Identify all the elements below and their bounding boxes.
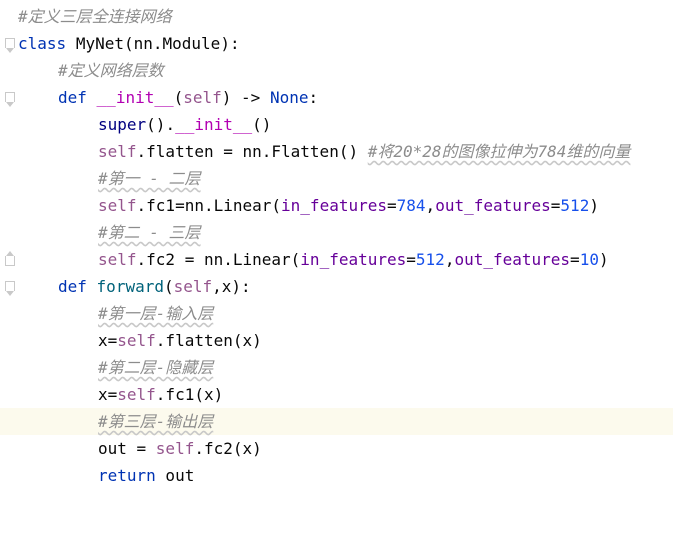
self-keyword: self bbox=[98, 196, 137, 215]
fold-open-icon[interactable] bbox=[5, 92, 15, 107]
keyword-none: None bbox=[269, 88, 309, 107]
comment: #第二 - 三层 bbox=[98, 223, 201, 242]
code-text: ,x): bbox=[212, 277, 251, 296]
keyword-return: return bbox=[98, 466, 156, 485]
fold-close-icon[interactable] bbox=[5, 251, 15, 266]
code-line-11[interactable]: def forward(self,x): bbox=[0, 273, 673, 300]
comment: #定义网络层数 bbox=[58, 61, 164, 80]
code-text: (). bbox=[146, 115, 176, 134]
function-name: __init__ bbox=[96, 88, 174, 107]
number: 10 bbox=[579, 250, 599, 269]
code-line-14[interactable]: #第二层-隐藏层 bbox=[0, 354, 673, 381]
code-text: (nn.Module): bbox=[123, 34, 240, 53]
dunder-method: __init__ bbox=[175, 115, 253, 134]
code-text: = bbox=[550, 196, 561, 215]
code-line-9[interactable]: #第二 - 三层 bbox=[0, 219, 673, 246]
param-name: in_features bbox=[281, 196, 387, 215]
code-text: = bbox=[406, 250, 416, 269]
editor-gutter bbox=[0, 0, 18, 493]
code-line-8[interactable]: self.fc1=nn.Linear(in_features=784,out_f… bbox=[0, 192, 673, 219]
code-line-5[interactable]: super().__init__() bbox=[0, 111, 673, 138]
number: 512 bbox=[415, 250, 445, 269]
code-text: .fc2 = nn.Linear( bbox=[136, 250, 301, 269]
code-text: .fc2(x) bbox=[194, 439, 262, 458]
code-text: .flatten = nn.Flatten() bbox=[136, 142, 368, 161]
code-line-16-current[interactable]: #第三层-输出层 bbox=[0, 408, 673, 435]
self-keyword: self bbox=[98, 250, 137, 269]
self-param: self bbox=[173, 277, 213, 296]
code-text: = bbox=[387, 196, 397, 215]
comment: #将20*28的图像拉伸为784维的向量 bbox=[367, 142, 631, 161]
self-keyword: self bbox=[155, 439, 195, 458]
comment: #定义三层全连接网络 bbox=[18, 7, 172, 26]
comment: #第二层-隐藏层 bbox=[98, 358, 214, 377]
code-text: .fc1(x) bbox=[155, 385, 224, 404]
code-line-2[interactable]: class MyNet(nn.Module): bbox=[0, 30, 673, 57]
self-keyword: self bbox=[98, 142, 137, 161]
code-line-1[interactable]: #定义三层全连接网络 bbox=[0, 3, 673, 30]
comment: #第三层-输出层 bbox=[98, 412, 214, 431]
self-keyword: self bbox=[117, 331, 156, 350]
code-text: .flatten(x) bbox=[155, 331, 262, 350]
code-line-6[interactable]: self.flatten = nn.Flatten() #将20*28的图像拉伸… bbox=[0, 138, 673, 165]
code-text: ) bbox=[589, 196, 599, 215]
code-line-3[interactable]: #定义网络层数 bbox=[0, 57, 673, 84]
comment: #第一 - 二层 bbox=[98, 169, 201, 188]
param-name: out_features bbox=[454, 250, 571, 269]
number: 784 bbox=[396, 196, 426, 215]
code-text: ) bbox=[598, 250, 609, 269]
fold-open-icon[interactable] bbox=[5, 38, 15, 53]
code-text: .fc1=nn.Linear( bbox=[136, 196, 282, 215]
code-line-17[interactable]: out = self.fc2(x) bbox=[0, 435, 673, 462]
code-line-10[interactable]: self.fc2 = nn.Linear(in_features=512,out… bbox=[0, 246, 673, 273]
param-name: in_features bbox=[300, 250, 407, 269]
comment: #第一层-输入层 bbox=[98, 304, 214, 323]
function-name: forward bbox=[96, 277, 164, 296]
code-text: : bbox=[308, 88, 319, 107]
code-text: out bbox=[155, 466, 195, 485]
code-editor[interactable]: #定义三层全连接网络 class MyNet(nn.Module): #定义网络… bbox=[0, 0, 673, 493]
class-name: MyNet bbox=[75, 34, 124, 53]
builtin-super: super bbox=[98, 115, 147, 134]
code-line-12[interactable]: #第一层-输入层 bbox=[0, 300, 673, 327]
code-text: () bbox=[252, 115, 272, 134]
code-text: ( bbox=[173, 88, 184, 107]
code-text: , bbox=[425, 196, 436, 215]
keyword-class: class bbox=[18, 34, 67, 53]
code-line-18[interactable]: return out bbox=[0, 462, 673, 489]
code-text: out = bbox=[98, 439, 156, 458]
fold-open-icon[interactable] bbox=[5, 281, 15, 296]
number: 512 bbox=[560, 196, 590, 215]
code-text: , bbox=[444, 250, 455, 269]
code-text: x= bbox=[98, 331, 118, 350]
code-line-4[interactable]: def __init__(self) -> None: bbox=[0, 84, 673, 111]
param-name: out_features bbox=[435, 196, 551, 215]
self-keyword: self bbox=[117, 385, 156, 404]
code-line-13[interactable]: x=self.flatten(x) bbox=[0, 327, 673, 354]
code-text: ) -> bbox=[221, 88, 270, 107]
code-line-15[interactable]: x=self.fc1(x) bbox=[0, 381, 673, 408]
code-text: ( bbox=[163, 277, 174, 296]
keyword-def: def bbox=[58, 88, 87, 107]
code-line-7[interactable]: #第一 - 二层 bbox=[0, 165, 673, 192]
keyword-def: def bbox=[58, 277, 87, 296]
self-param: self bbox=[183, 88, 222, 107]
code-text: = bbox=[570, 250, 580, 269]
code-text: x= bbox=[98, 385, 118, 404]
